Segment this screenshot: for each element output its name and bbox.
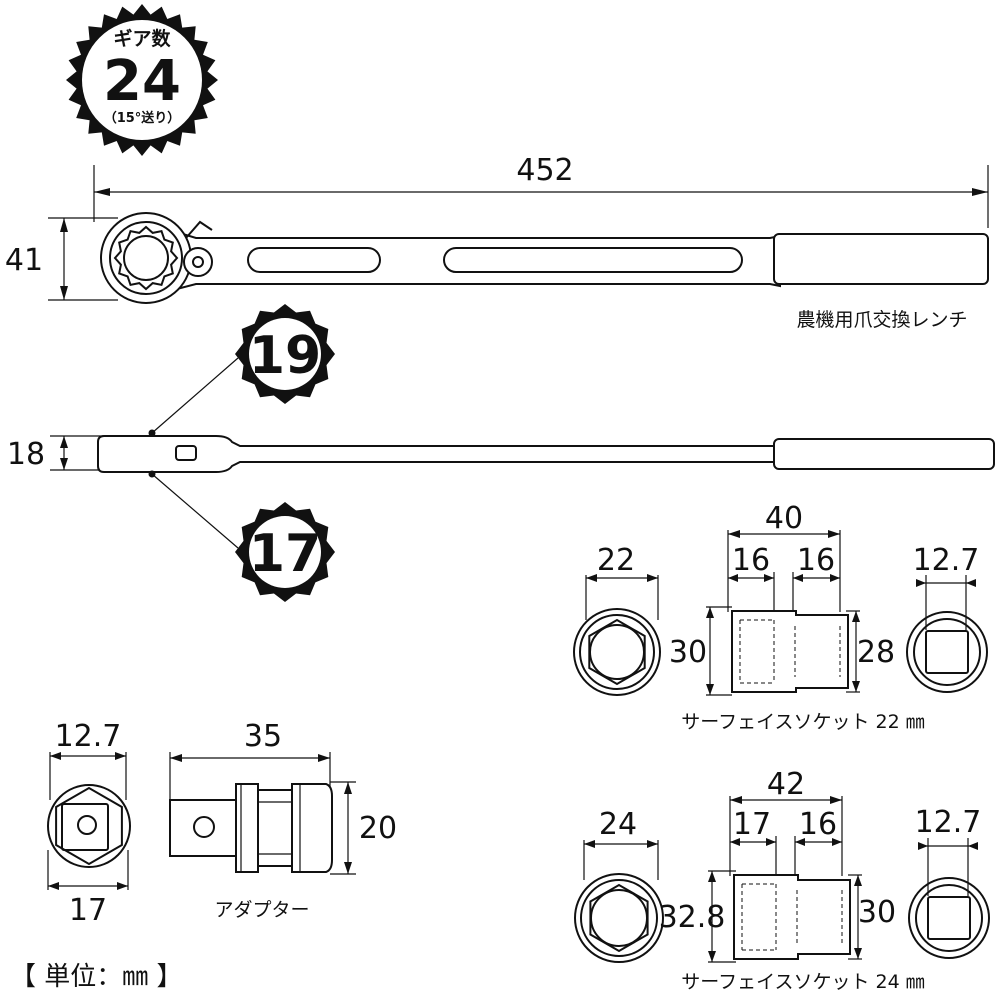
socket24-part-b-label: 16 — [799, 807, 837, 842]
adapter-drive-label: 12.7 — [55, 719, 122, 754]
adapter-caption: アダプター — [214, 899, 309, 921]
gear-badge-title: ギア数 — [113, 27, 171, 50]
gear-badge-number: 24 — [103, 49, 181, 114]
socket24-caption: サーフェイスソケット 24 ㎜ — [681, 971, 925, 993]
wrench-head-height-label: 41 — [5, 243, 43, 278]
socket-22-drawing: 22 40 16 16 30 — [573, 501, 988, 733]
socket22-caption: サーフェイスソケット 22 ㎜ — [681, 711, 925, 733]
socket22-front-diameter-label: 30 — [669, 635, 707, 670]
socket22-drive-label: 12.7 — [913, 543, 980, 578]
socket22-part-b-label: 16 — [797, 543, 835, 578]
wrench-top-view: 452 41 農機用爪交換レンチ — [5, 153, 989, 331]
wrench-length-label: 452 — [516, 153, 573, 188]
socket24-length-label: 42 — [767, 767, 805, 802]
adapter-drawing: 12.7 17 35 20 アダプター — [47, 719, 397, 928]
socket24-part-a-label: 17 — [733, 807, 771, 842]
gear-count-badge: ギア数 24 （15°送り） — [66, 4, 218, 156]
socket22-part-a-label: 16 — [732, 543, 770, 578]
wrench-thickness-label: 18 — [7, 437, 45, 472]
adapter-hex-label: 17 — [69, 893, 107, 928]
socket24-back-diameter-label: 30 — [858, 895, 896, 930]
adapter-diameter-label: 20 — [359, 811, 397, 846]
adapter-length-label: 35 — [244, 719, 282, 754]
wrench-side-view: 18 19 17 — [7, 304, 995, 602]
unit-note: 【 単位：㎜ 】 — [10, 962, 183, 992]
socket24-drive-label: 12.7 — [915, 805, 982, 840]
socket24-width-label: 24 — [599, 807, 637, 842]
gear-badge-subtitle: （15°送り） — [104, 110, 181, 126]
socket22-back-diameter-label: 28 — [857, 635, 895, 670]
socket-24-drawing: 24 42 17 16 32.8 — [574, 767, 990, 993]
socket22-width-label: 22 — [597, 543, 635, 578]
socket22-length-label: 40 — [765, 501, 803, 536]
size-17-label: 17 — [249, 524, 321, 584]
wrench-name-label: 農機用爪交換レンチ — [796, 309, 967, 331]
size-19-label: 19 — [249, 326, 321, 386]
socket24-front-diameter-label: 32.8 — [659, 900, 726, 935]
